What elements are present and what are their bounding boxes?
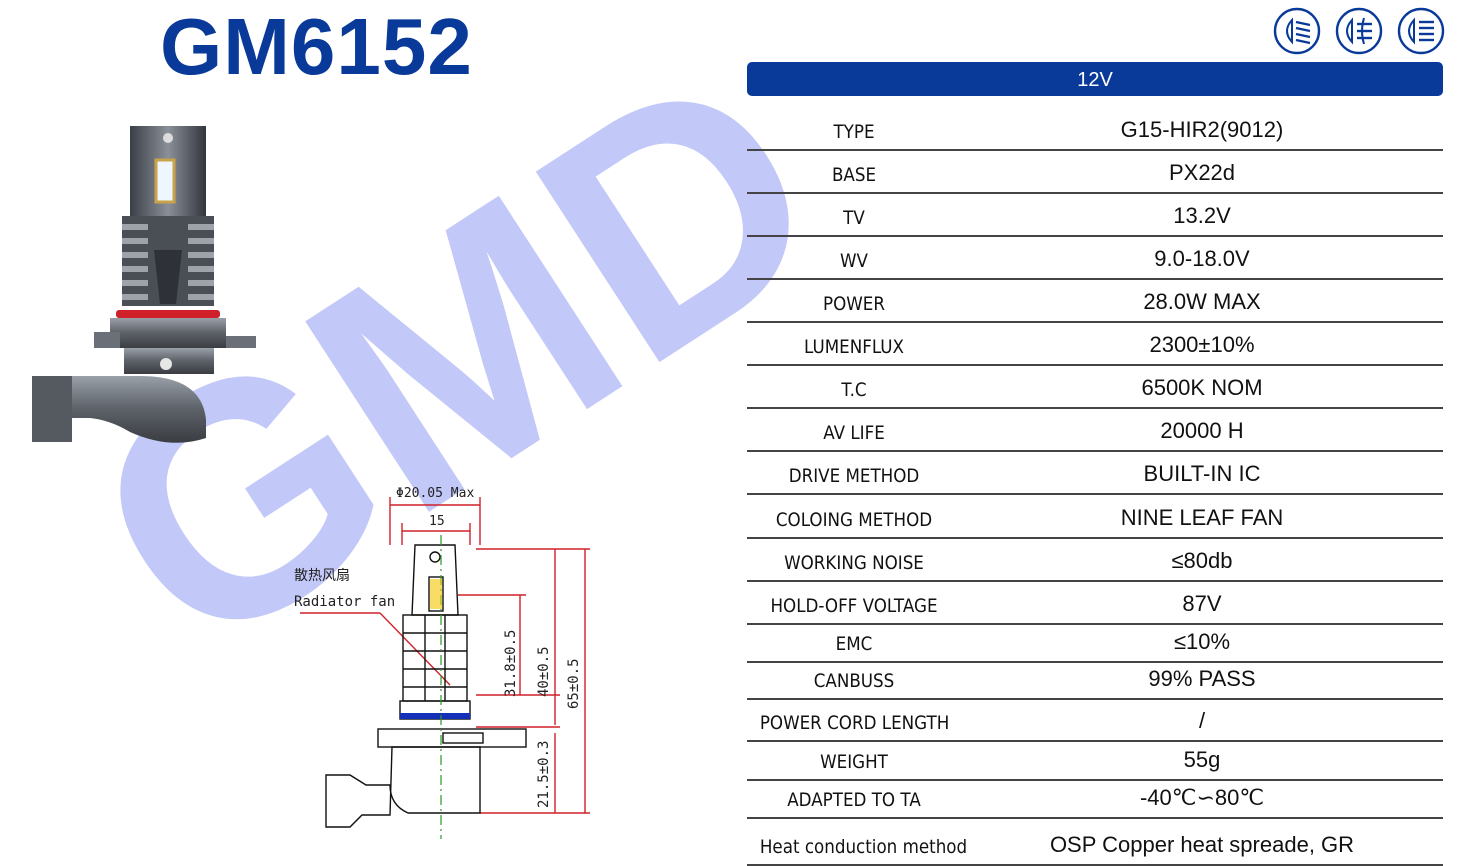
dimension-40: 40±0.5	[536, 646, 552, 697]
spec-row: HOLD-OFF VOLTAGE 87V	[747, 582, 1443, 625]
dimension-31-8: 31.8±0.5	[503, 630, 519, 697]
spec-label: ADAPTED TO TA	[787, 789, 921, 811]
spec-label: COLOING METHOD	[775, 509, 933, 531]
spec-value: OSP Copper heat spreade, GR	[1049, 832, 1355, 857]
spec-value: 55g	[1183, 747, 1221, 772]
spec-row: EMC ≤10%	[747, 625, 1443, 663]
spec-value: G15-HIR2(9012)	[1120, 117, 1284, 142]
spec-row: BASE PX22d	[747, 151, 1443, 194]
high-beam-icon	[1397, 7, 1445, 55]
technical-drawing: Φ20.05 Max 15 散热风扇 Radiator fan 31.8±0.5…	[294, 486, 590, 839]
dimension-21-5: 21.5±0.3	[536, 741, 552, 808]
spec-label: LUMENFLUX	[803, 336, 905, 358]
voltage-header-bar: 12V	[747, 62, 1443, 96]
spec-label: WORKING NOISE	[784, 552, 924, 574]
dimension-65: 65±0.5	[566, 658, 582, 709]
spec-value: 20000 H	[1160, 418, 1244, 443]
spec-label: TYPE	[833, 121, 875, 143]
spec-label: AV LIFE	[823, 422, 885, 444]
spec-label: WV	[840, 250, 868, 272]
spec-row: POWER CORD LENGTH /	[747, 700, 1443, 742]
radiator-fan-label-en: Radiator fan	[294, 594, 395, 610]
spec-value: NINE LEAF FAN	[1120, 505, 1284, 530]
spec-value: 9.0-18.0V	[1154, 246, 1250, 271]
spec-value: BUILT-IN IC	[1143, 461, 1261, 486]
spec-row: DRIVE METHOD BUILT-IN IC	[747, 452, 1443, 495]
spec-row: WV 9.0-18.0V	[747, 237, 1443, 280]
width-dimension-label: 15	[429, 514, 445, 529]
spec-row: ADAPTED TO TA -40℃∽80℃	[747, 781, 1443, 819]
spec-row: TYPE G15-HIR2(9012)	[747, 108, 1443, 151]
spec-value: 87V	[1182, 591, 1222, 616]
product-title: GM6152	[160, 2, 473, 91]
spec-value: 13.2V	[1173, 203, 1231, 228]
spec-row: LUMENFLUX 2300±10%	[747, 323, 1443, 366]
spec-label: Heat conduction method	[759, 836, 968, 858]
spec-row: WORKING NOISE ≤80db	[747, 539, 1443, 582]
spec-row: COLOING METHOD NINE LEAF FAN	[747, 495, 1443, 539]
spec-row: POWER 28.0W MAX	[747, 280, 1443, 323]
spec-value: 6500K NOM	[1141, 375, 1263, 400]
spec-label: CANBUSS	[813, 670, 895, 692]
spec-row: AV LIFE 20000 H	[747, 409, 1443, 452]
spec-row: TV 13.2V	[747, 194, 1443, 237]
spec-label: T.C	[841, 379, 867, 401]
spec-value: ≤10%	[1173, 629, 1231, 654]
spec-label: HOLD-OFF VOLTAGE	[770, 595, 938, 617]
diameter-dimension-label: Φ20.05 Max	[396, 486, 474, 501]
spec-value: 28.0W MAX	[1143, 289, 1261, 314]
spec-row: WEIGHT 55g	[747, 742, 1443, 781]
spec-value: 2300±10%	[1149, 332, 1255, 357]
spec-label: POWER CORD LENGTH	[759, 712, 950, 734]
spec-label: EMC	[835, 633, 873, 655]
spec-row: T.C 6500K NOM	[747, 366, 1443, 409]
beam-icons	[1273, 7, 1445, 55]
spec-row: CANBUSS 99% PASS	[747, 663, 1443, 700]
spec-value: /	[1198, 708, 1206, 733]
spec-label: POWER	[823, 293, 885, 315]
spec-value: PX22d	[1168, 160, 1236, 185]
spec-label: TV	[843, 207, 865, 229]
spec-value: 99% PASS	[1148, 666, 1256, 691]
bulb-product-image	[32, 126, 256, 443]
fog-light-icon	[1335, 7, 1383, 55]
low-beam-icon	[1273, 7, 1321, 55]
radiator-fan-label-cn: 散热风扇	[294, 568, 350, 584]
spec-label: WEIGHT	[820, 751, 888, 773]
spec-label: BASE	[831, 164, 877, 186]
spec-value: -40℃∽80℃	[1139, 785, 1265, 810]
spec-value: ≤80db	[1171, 548, 1233, 573]
spec-label: DRIVE METHOD	[788, 465, 920, 487]
